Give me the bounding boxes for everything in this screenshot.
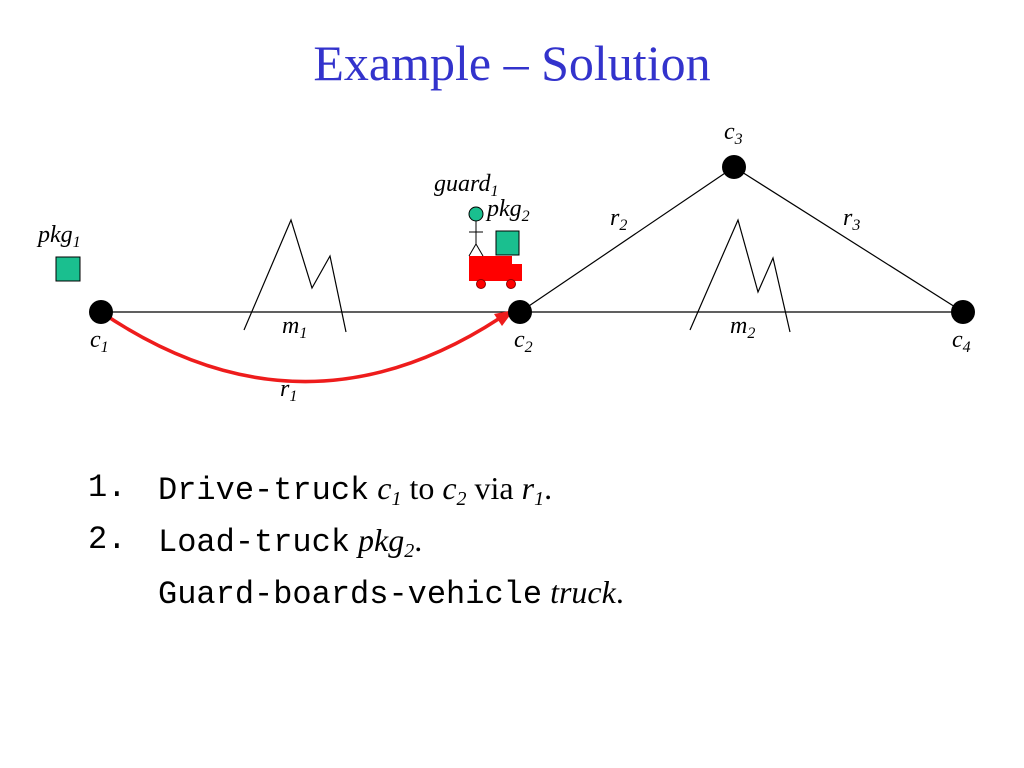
step-number: 2. — [88, 521, 127, 558]
road-r3 — [733, 166, 964, 313]
label-r2: r2 — [610, 205, 627, 234]
label-guard: guard1 — [434, 171, 498, 200]
mountain-m1 — [243, 218, 347, 333]
step-1: 1. Drive-truck c1 to c2 via r1. — [88, 466, 624, 518]
step-2: 2. Load-truck pkg2. — [88, 518, 624, 570]
label-c1: c1 — [90, 327, 109, 356]
truck-icon — [469, 256, 522, 289]
label-r1: r1 — [280, 376, 297, 405]
guard-figure-icon — [468, 206, 484, 257]
step-action: Guard-boards-vehicle — [158, 576, 543, 613]
label-c4: c4 — [952, 327, 971, 356]
slide-title: Example – Solution — [313, 35, 711, 91]
step-2-continuation: Guard-boards-vehicle truck. — [158, 574, 624, 613]
package-pkg1 — [55, 256, 81, 282]
label-c3: c3 — [724, 119, 743, 148]
label-r3: r3 — [843, 205, 860, 234]
step-number: 1. — [88, 469, 127, 506]
location-node-c4 — [951, 300, 975, 324]
mountain-m2 — [689, 218, 791, 333]
location-node-c1 — [89, 300, 113, 324]
package-pkg2 — [495, 230, 520, 256]
step-action: Drive-truck — [158, 472, 370, 509]
step-action: Load-truck — [158, 524, 351, 561]
solution-steps: 1. Drive-truck c1 to c2 via r1. 2. Load-… — [88, 466, 624, 622]
drive-path-arrow — [100, 310, 501, 384]
label-pkg2: pkg2 — [485, 196, 530, 225]
logistics-diagram: c1 c2 c3 c4 r1 r2 r3 m1 m2 pkg1 pkg2 gua… — [36, 119, 975, 405]
label-m1: m1 — [282, 313, 307, 342]
location-node-c3 — [722, 155, 746, 179]
label-m2: m2 — [730, 313, 755, 342]
location-node-c2 — [508, 300, 532, 324]
label-c2: c2 — [514, 327, 533, 356]
label-pkg1: pkg1 — [36, 222, 81, 251]
road-r2 — [519, 166, 735, 313]
